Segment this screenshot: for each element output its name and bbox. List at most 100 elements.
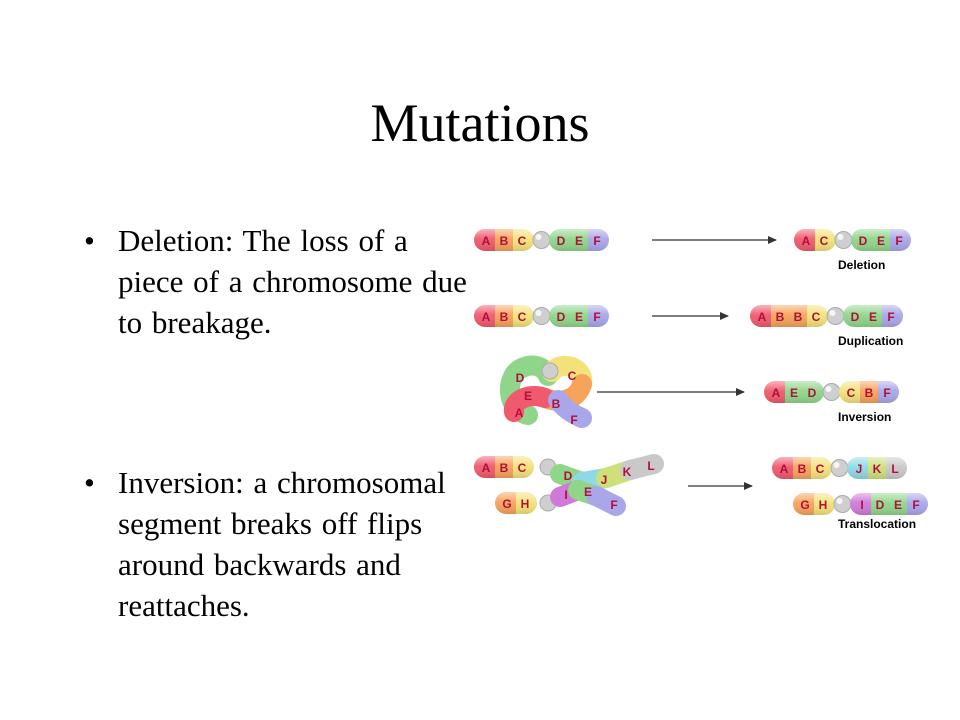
gene-label: C bbox=[518, 461, 527, 475]
gene-label: C bbox=[847, 386, 856, 400]
translocation-caption: Translocation bbox=[838, 517, 916, 531]
bullet-text-deletion: Deletion: The loss of a piece of a chrom… bbox=[118, 223, 467, 340]
gene-label: F bbox=[593, 234, 600, 248]
gene-label: C bbox=[518, 234, 527, 248]
inversion-caption: Inversion bbox=[838, 410, 891, 424]
gene-label: D bbox=[851, 310, 860, 324]
gene-label: F bbox=[570, 413, 577, 427]
gene-label: A bbox=[780, 462, 789, 476]
gene-label: A bbox=[772, 386, 781, 400]
gene-label: E bbox=[575, 310, 583, 324]
gene-label: A bbox=[758, 310, 767, 324]
gene-band-A bbox=[504, 385, 555, 422]
gene-label: D bbox=[557, 234, 566, 248]
bullet-symbol: • bbox=[84, 465, 95, 500]
gene-label: F bbox=[593, 310, 600, 324]
bullet-deletion: • Deletion: The loss of a piece of a chr… bbox=[84, 220, 470, 343]
gene-label: H bbox=[819, 498, 828, 512]
gene-label: C bbox=[812, 310, 821, 324]
gene-label: E bbox=[869, 310, 877, 324]
centromere bbox=[834, 231, 853, 249]
gene-label: I bbox=[564, 488, 567, 502]
gene-label: B bbox=[776, 310, 785, 324]
centromere bbox=[826, 307, 845, 325]
gene-label: B bbox=[552, 397, 561, 411]
gene-label: E bbox=[790, 386, 798, 400]
gene-label: C bbox=[816, 462, 825, 476]
centromere bbox=[532, 231, 551, 249]
gene-label: F bbox=[912, 498, 919, 512]
slide-title: Mutations bbox=[370, 93, 590, 153]
gene-label: F bbox=[895, 234, 902, 248]
gene-label: I bbox=[860, 498, 863, 512]
gene-label: J bbox=[856, 462, 863, 476]
bullet-text-inversion: Inversion: a chromosomal segment breaks … bbox=[118, 465, 446, 623]
gene-label: C bbox=[518, 310, 527, 324]
gene-label: G bbox=[800, 498, 809, 512]
gene-label: K bbox=[873, 462, 882, 476]
gene-label: F bbox=[887, 310, 894, 324]
gene-label: E bbox=[575, 234, 583, 248]
gene-label: E bbox=[584, 485, 592, 499]
gene-label: E bbox=[894, 498, 902, 512]
gene-label: H bbox=[521, 497, 530, 511]
centromere bbox=[830, 459, 849, 477]
gene-label: J bbox=[601, 473, 608, 487]
deletion-caption: Deletion bbox=[838, 258, 885, 272]
gene-label: B bbox=[798, 462, 807, 476]
gene-label: B bbox=[500, 310, 509, 324]
gene-band-F bbox=[548, 390, 592, 428]
gene-label: A bbox=[802, 234, 811, 248]
gene-label: F bbox=[610, 498, 617, 512]
gene-label: D bbox=[516, 371, 525, 385]
gene-label: B bbox=[865, 386, 874, 400]
duplication-caption: Duplication bbox=[838, 334, 903, 348]
gene-label: A bbox=[482, 310, 491, 324]
gene-label: F bbox=[883, 386, 890, 400]
gene-label: C bbox=[568, 369, 577, 383]
bullet-symbol: • bbox=[84, 223, 95, 258]
centromere bbox=[833, 495, 852, 513]
gene-label: G bbox=[502, 497, 511, 511]
gene-label: B bbox=[500, 461, 509, 475]
gene-label: L bbox=[891, 462, 898, 476]
gene-label: D bbox=[859, 234, 868, 248]
centromere bbox=[541, 362, 559, 380]
gene-label: B bbox=[794, 310, 803, 324]
gene-label: L bbox=[647, 459, 654, 473]
gene-label: D bbox=[557, 310, 566, 324]
gene-label: A bbox=[515, 406, 524, 420]
gene-label: C bbox=[820, 234, 829, 248]
centromere bbox=[822, 383, 841, 401]
centromere bbox=[532, 307, 551, 325]
gene-label: D bbox=[808, 386, 817, 400]
gene-label: D bbox=[564, 469, 573, 483]
